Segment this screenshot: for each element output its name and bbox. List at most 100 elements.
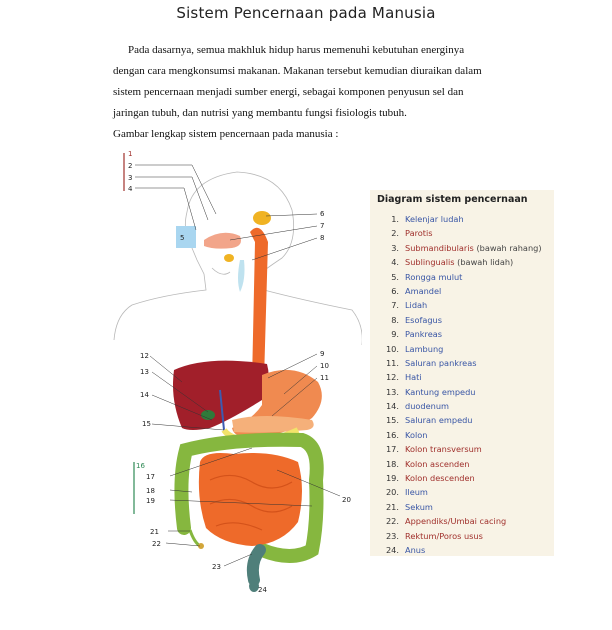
legend-item-label[interactable]: Rektum/Poros usus	[405, 530, 483, 541]
legend-item-label[interactable]: Lambung	[405, 343, 444, 354]
legend-item[interactable]: 7.Lidah	[370, 298, 554, 312]
legend-item-name[interactable]: Amandel	[405, 284, 441, 298]
legend-item[interactable]: 23.Rektum/Poros usus	[370, 529, 554, 543]
legend-item-name[interactable]: Kolon	[405, 428, 427, 442]
legend-item-number: 15.	[385, 415, 399, 426]
figure-label-4: 4	[128, 185, 133, 193]
legend-item[interactable]: 24.Anus	[370, 543, 554, 557]
legend-item-label[interactable]: Kolon	[405, 429, 428, 440]
legend-item-label[interactable]: Appendiks/Umbai cacing	[405, 516, 507, 527]
legend-item-number: 8.	[391, 314, 399, 325]
legend-item[interactable]: 14.duodenum	[370, 399, 554, 413]
legend-item[interactable]: 16. Kolon	[370, 428, 554, 442]
legend-item-number: 20.	[385, 487, 399, 498]
legend-item-number: 16.	[385, 429, 399, 440]
legend-item-label[interactable]: Sublingualis	[405, 257, 455, 268]
figure-label-12: 12	[140, 352, 149, 360]
legend-item-name[interactable]: Kolon ascenden	[405, 457, 469, 471]
legend-item[interactable]: 10. Lambung	[370, 342, 554, 356]
legend-item-name[interactable]: Parotis	[405, 226, 433, 240]
legend-item-name[interactable]: Ileum	[405, 485, 428, 499]
legend-item[interactable]: 13.Kantung empedu	[370, 385, 554, 399]
legend-item-label[interactable]: Lidah	[405, 300, 428, 311]
legend-item-label[interactable]: Kolon ascenden	[405, 458, 470, 469]
legend-item-name[interactable]: Sublingualis (bawah lidah)	[405, 255, 513, 269]
figure-label-7: 7	[320, 222, 324, 230]
legend-item-name[interactable]: Rektum/Poros usus	[405, 529, 483, 543]
legend-item-name[interactable]: Sekum	[405, 500, 433, 514]
epiglottis	[238, 260, 245, 292]
legend-item-name[interactable]: Saluran empedu	[405, 413, 473, 427]
legend-item[interactable]: 8. Esofagus	[370, 313, 554, 327]
legend-item[interactable]: 17. Kolon transversum	[370, 442, 554, 456]
legend-item[interactable]: 21.Sekum	[370, 500, 554, 514]
legend-item-name[interactable]: Rongga mulut	[405, 270, 462, 284]
legend-item[interactable]: 1.Kelenjar ludah	[370, 212, 554, 226]
legend-item[interactable]: 11.Saluran pankreas	[370, 356, 554, 370]
legend-item-name[interactable]: Hati	[405, 370, 422, 384]
legend-item-number: 3.	[391, 242, 399, 253]
legend-item[interactable]: 9.Pankreas	[370, 327, 554, 341]
legend-item-label[interactable]: Saluran pankreas	[405, 357, 477, 368]
legend-item[interactable]: 18.Kolon ascenden	[370, 457, 554, 471]
legend-item[interactable]: 2. Parotis	[370, 226, 554, 240]
legend-item[interactable]: 3. Submandibularis (bawah rahang)	[370, 241, 554, 255]
legend-item-number: 4.	[391, 257, 399, 268]
pancreas	[232, 416, 314, 433]
legend-item-number: 2.	[391, 228, 399, 239]
leader-lines	[135, 164, 341, 567]
legend-item-label[interactable]: Pankreas	[405, 329, 443, 340]
legend-item-label[interactable]: Kantung empedu	[405, 386, 476, 397]
legend-item[interactable]: 12.Hati	[370, 370, 554, 384]
legend-item-number: 5.	[391, 271, 399, 282]
paragraph-line-4: jaringan tubuh, dan nutrisi yang membant…	[113, 107, 407, 119]
legend-item-label[interactable]: Kelenjar ludah	[405, 214, 464, 224]
figure-label-13: 13	[140, 368, 149, 376]
legend-item[interactable]: 6.Amandel	[370, 284, 554, 298]
legend-item-name[interactable]: Lidah	[405, 298, 427, 312]
legend-item-label[interactable]: Rongga mulut	[405, 271, 463, 282]
legend-item-label[interactable]: duodenum	[405, 401, 449, 412]
figure-label-11: 11	[320, 374, 329, 382]
legend-item[interactable]: 5. Rongga mulut	[370, 270, 554, 284]
legend-item-label[interactable]: Hati	[405, 372, 422, 383]
legend-item[interactable]: 22.Appendiks/Umbai cacing	[370, 514, 554, 528]
legend-item-label[interactable]: Saluran empedu	[405, 415, 473, 426]
legend-item-label[interactable]: Parotis	[405, 228, 433, 239]
legend-item-name[interactable]: duodenum	[405, 399, 449, 413]
digestive-system-figure: 5	[113, 150, 362, 594]
legend-item-name[interactable]: Saluran pankreas	[405, 356, 477, 370]
figure-label-14: 14	[140, 391, 149, 399]
legend-item[interactable]: 20. Ileum	[370, 485, 554, 499]
legend-item-label[interactable]: Sekum	[405, 501, 433, 512]
legend-item-name[interactable]: Appendiks/Umbai cacing	[405, 514, 506, 528]
legend-item-name[interactable]: Submandibularis (bawah rahang)	[405, 241, 542, 255]
legend-item-name[interactable]: Pankreas	[405, 327, 442, 341]
legend-item-number: 10.	[385, 343, 399, 354]
legend-item[interactable]: 15. Saluran empedu	[370, 413, 554, 427]
paragraph-line-3: sistem pencernaan menjadi sumber energi,…	[113, 86, 464, 98]
figure-label-2: 2	[128, 162, 132, 170]
figure-label-9: 9	[320, 350, 324, 358]
body-outline	[113, 171, 362, 345]
legend-item-name[interactable]: Esofagus	[405, 313, 442, 327]
colon	[174, 432, 324, 563]
legend-item-label[interactable]: Kolon descenden	[405, 473, 475, 484]
legend-item-name[interactable]: Kelenjar ludah	[405, 212, 464, 226]
legend-item[interactable]: 19.Kolon descenden	[370, 471, 554, 485]
legend-item-label[interactable]: Anus	[405, 544, 426, 555]
legend-item-name[interactable]: Kolon transversum	[405, 442, 482, 456]
legend-item-name[interactable]: Kantung empedu	[405, 385, 475, 399]
legend-item-label[interactable]: Kolon transversum	[405, 444, 482, 455]
legend-item-name[interactable]: Kolon descenden	[405, 471, 475, 485]
legend-item-label[interactable]: Amandel	[405, 285, 442, 296]
legend-item-number: 17.	[385, 444, 399, 455]
legend-item-label[interactable]: Submandibularis	[405, 242, 474, 253]
small-intestine-folds	[209, 474, 293, 531]
legend-item-label[interactable]: Ileum	[405, 487, 428, 498]
figure-label-1: 1	[128, 150, 132, 158]
legend-item[interactable]: 4. Sublingualis (bawah lidah)	[370, 255, 554, 269]
legend-item-name[interactable]: Anus	[405, 543, 425, 557]
legend-item-label[interactable]: Esofagus	[405, 314, 442, 325]
legend-item-name[interactable]: Lambung	[405, 342, 443, 356]
